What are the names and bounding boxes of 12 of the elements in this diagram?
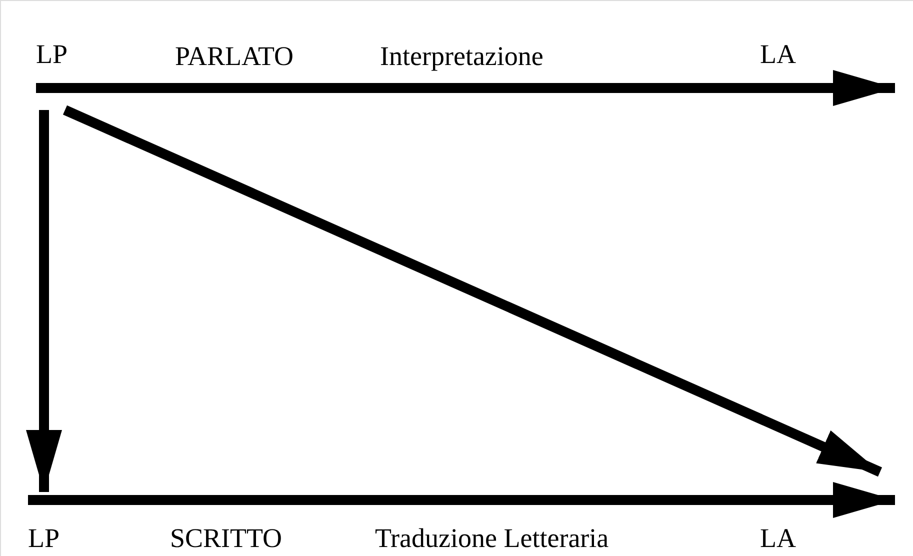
channel-label: SCRITTO: [170, 522, 282, 554]
language-label: LA: [760, 522, 797, 554]
mode-label: Traduzione Letteraria: [375, 522, 609, 554]
channel-label: PARLATO: [175, 40, 294, 72]
arrow: [26, 110, 62, 492]
language-label: LP: [36, 38, 69, 70]
mode-label: Interpretazione: [380, 40, 544, 72]
language-label: LA: [760, 38, 797, 70]
arrow: [36, 70, 895, 106]
language-label: LP: [28, 522, 61, 554]
arrow: [62, 105, 882, 477]
arrow: [28, 482, 895, 518]
